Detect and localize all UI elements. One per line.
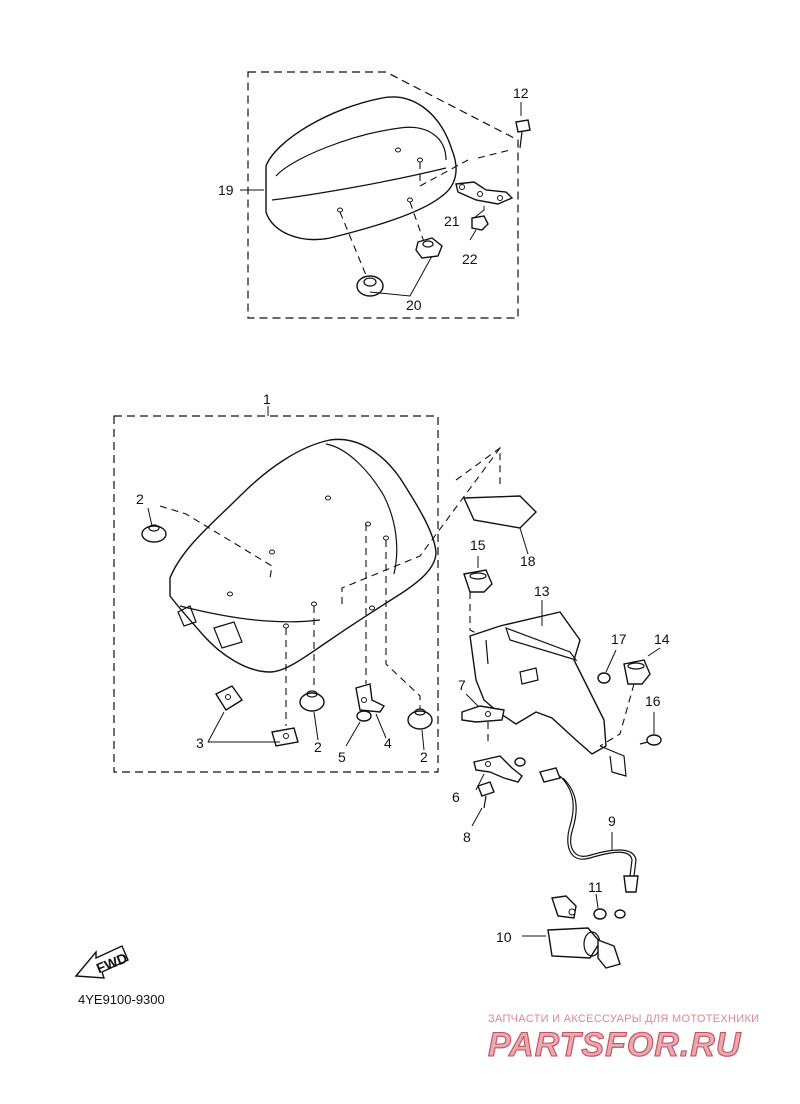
callout-8: 8 xyxy=(463,829,471,845)
damper-20-left xyxy=(356,275,384,297)
callout-13: 13 xyxy=(534,583,550,599)
seat-lock-10 xyxy=(547,895,621,969)
bolt-5 xyxy=(356,710,372,722)
callout-2-right: 2 xyxy=(420,749,428,765)
callout-5: 5 xyxy=(338,749,346,765)
screw-17 xyxy=(597,672,611,684)
watermark-tagline: ЗАПЧАСТИ И АКСЕССУАРЫ ДЛЯ МОТОТЕХНИКИ xyxy=(488,1013,759,1025)
callout-3: 3 xyxy=(196,735,204,751)
lock-hook-6 xyxy=(473,755,523,783)
rear-seat-group xyxy=(240,71,531,319)
cap-15 xyxy=(463,569,493,593)
pad-18 xyxy=(462,495,537,529)
plate-3-upper xyxy=(214,685,244,711)
bolt-12 xyxy=(515,119,531,149)
part-code: 4YE9100-9300 xyxy=(78,992,165,1007)
damper-2-right xyxy=(407,708,433,730)
rear-seat-part xyxy=(265,96,457,241)
cover-panel-13 xyxy=(469,611,627,777)
bracket-21 xyxy=(455,181,514,205)
callout-16: 16 xyxy=(645,693,661,709)
bolt-8 xyxy=(477,781,495,809)
callout-19: 19 xyxy=(218,182,234,198)
washer-11 xyxy=(593,908,626,920)
damper-2-center xyxy=(299,690,325,712)
fwd-label: FWD xyxy=(94,950,130,977)
main-seat-part xyxy=(169,438,437,673)
callout-22: 22 xyxy=(462,251,478,267)
callout-14: 14 xyxy=(654,631,670,647)
callout-10: 10 xyxy=(496,929,512,945)
bracket-4 xyxy=(355,683,386,713)
hook-7 xyxy=(461,705,505,723)
damper-2-left xyxy=(141,524,167,543)
callout-1: 1 xyxy=(263,391,271,407)
callout-17: 17 xyxy=(611,631,627,647)
callout-21: 21 xyxy=(444,213,460,229)
callout-18: 18 xyxy=(520,553,536,569)
damper-20-right xyxy=(415,237,443,259)
callout-7: 7 xyxy=(458,677,466,693)
callout-2-left: 2 xyxy=(136,491,144,507)
nut-22 xyxy=(471,215,489,231)
callout-9: 9 xyxy=(608,813,616,829)
lock-cable-9 xyxy=(514,757,639,893)
watermark-logo: PARTSFOR.RU xyxy=(488,1026,742,1064)
seat-lock-group xyxy=(461,495,662,969)
fwd-arrow-icon: FWD xyxy=(74,945,130,979)
bolt-16 xyxy=(639,734,662,746)
watermark: ЗАПЧАСТИ И АКСЕССУАРЫ ДЛЯ МОТОТЕХНИКИ PA… xyxy=(487,1013,759,1065)
callout-11: 11 xyxy=(588,879,603,895)
main-seat-group xyxy=(113,406,501,773)
callout-6: 6 xyxy=(452,789,460,805)
callouts: 1 2 2 2 3 4 5 6 7 8 9 10 11 12 13 14 15 … xyxy=(136,85,670,945)
callout-15: 15 xyxy=(470,537,486,553)
main-seat-group-frame xyxy=(113,415,439,773)
cap-14 xyxy=(623,659,651,685)
callout-4: 4 xyxy=(384,735,392,751)
callout-12: 12 xyxy=(513,85,529,101)
callout-2-center: 2 xyxy=(314,739,322,755)
plate-3-lower xyxy=(271,727,299,747)
callout-20: 20 xyxy=(406,297,422,313)
